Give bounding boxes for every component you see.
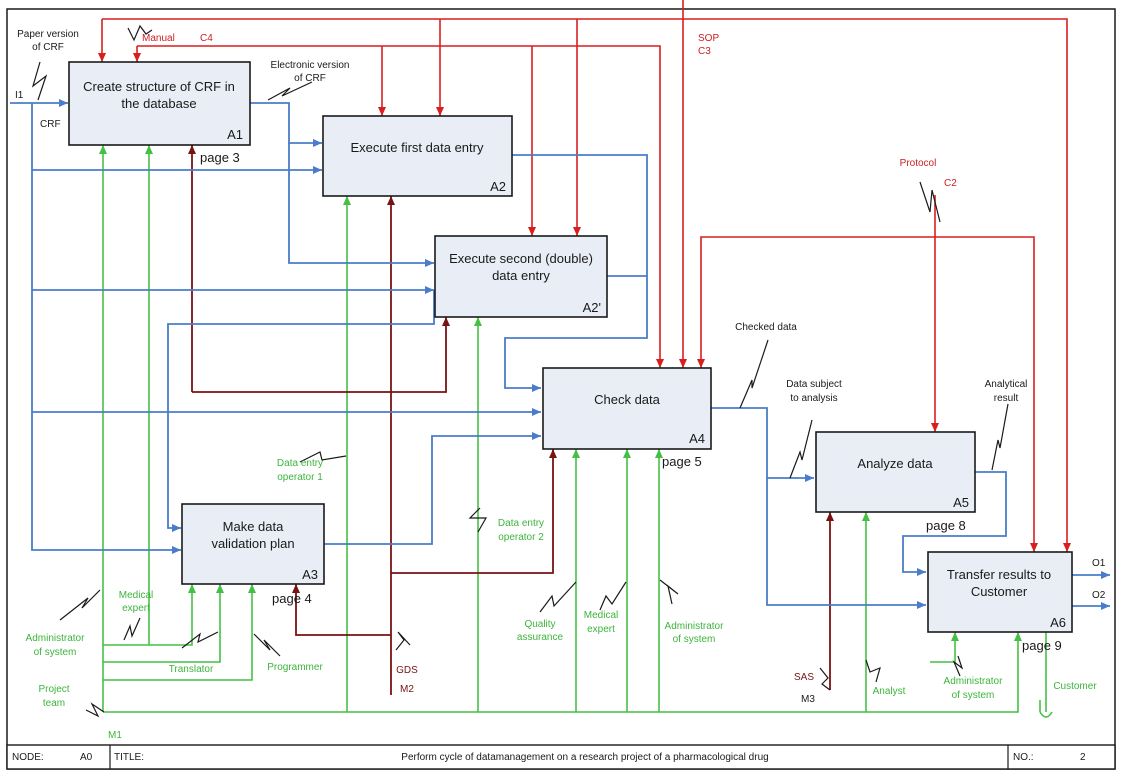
a5-page: page 8 [926, 518, 966, 533]
a2p-title-2: data entry [492, 268, 550, 283]
a4-page: page 5 [662, 454, 702, 469]
footer-bar: NODE: A0 TITLE: Perform cycle of dataman… [6, 744, 1116, 770]
label-electronic-1: Electronic version [271, 60, 350, 71]
label-deo2-1: Data entry [498, 518, 544, 529]
label-subject-2: to analysis [790, 393, 837, 404]
label-manual: Manual [142, 33, 175, 44]
label-o2: O2 [1092, 590, 1106, 601]
a3-id: A3 [302, 567, 318, 582]
label-paper-crf-2: of CRF [32, 42, 64, 53]
label-admin2-2: of system [673, 634, 716, 645]
label-qa-2: assurance [517, 632, 564, 643]
box-a4[interactable]: Check data A4 page 5 [542, 367, 712, 469]
a2-id: A2 [490, 179, 506, 194]
mechanism-arrows [99, 145, 1053, 718]
label-m3: M3 [801, 694, 815, 705]
label-checked-data: Checked data [735, 322, 797, 333]
a5-title-1: Analyze data [857, 456, 933, 471]
box-a5[interactable]: Analyze data A5 page 8 [815, 431, 976, 533]
label-c3: C3 [698, 46, 711, 57]
footer-title-label: TITLE: [114, 752, 144, 763]
box-a2[interactable]: Execute first data entry A2 [322, 115, 513, 197]
label-med2-1: Medical [584, 610, 618, 621]
label-admin-1: Administrator [26, 633, 86, 644]
label-customer: Customer [1053, 681, 1097, 692]
box-a1[interactable]: Create structure of CRF in the database … [68, 61, 251, 165]
label-o1: O1 [1092, 558, 1106, 569]
label-programmer: Programmer [267, 662, 323, 673]
a2-title-1: Execute first data entry [351, 140, 484, 155]
a1-title-2: the database [121, 96, 196, 111]
a1-id: A1 [227, 127, 243, 142]
label-translator: Translator [169, 664, 214, 675]
label-protocol: Protocol [900, 158, 937, 169]
footer-no-value: 2 [1080, 752, 1086, 763]
label-analytical-2: result [994, 393, 1019, 404]
label-sas: SAS [794, 672, 814, 683]
label-squiggles [31, 24, 1009, 718]
a1-title-1: Create structure of CRF in [83, 79, 235, 94]
label-analytical-1: Analytical [985, 379, 1028, 390]
label-electronic-2: of CRF [294, 73, 326, 84]
label-sop: SOP [698, 33, 719, 44]
box-a3[interactable]: Make data validation plan A3 page 4 [181, 503, 325, 606]
box-a2prime[interactable]: Execute second (double) data entry A2' [434, 235, 608, 318]
label-med2-2: expert [587, 624, 615, 635]
footer-node-label: NODE: [12, 752, 44, 763]
label-c2: C2 [944, 178, 957, 189]
arrow-labels: Paper version of CRF I1 CRF Manual C4 SO… [15, 29, 1106, 741]
a6-title-2: Customer [971, 584, 1028, 599]
a1-page: page 3 [200, 150, 240, 165]
a2p-title-1: Execute second (double) [449, 251, 593, 266]
footer-node-value: A0 [80, 752, 93, 763]
a2p-id: A2' [583, 300, 601, 315]
a3-title-1: Make data [223, 519, 284, 534]
footer-title-value: Perform cycle of datamanagement on a res… [401, 752, 768, 763]
label-med-1: Medical [119, 590, 153, 601]
label-m1: M1 [108, 730, 122, 741]
label-c4: C4 [200, 33, 213, 44]
tool-arrows [188, 145, 834, 695]
label-qa-1: Quality [524, 619, 555, 630]
label-admin2-1: Administrator [665, 621, 725, 632]
label-i1: I1 [15, 90, 24, 101]
control-arrows [98, 0, 1071, 552]
label-project-2: team [43, 698, 65, 709]
a3-page: page 4 [272, 591, 312, 606]
label-crf: CRF [40, 119, 61, 130]
label-paper-crf-1: Paper version [17, 29, 79, 40]
box-a6[interactable]: Transfer results to Customer A6 page 9 [927, 551, 1073, 653]
a4-id: A4 [689, 431, 705, 446]
label-project-1: Project [38, 684, 69, 695]
label-admin3-1: Administrator [944, 676, 1004, 687]
a6-page: page 9 [1022, 638, 1062, 653]
a6-title-1: Transfer results to [947, 567, 1051, 582]
label-admin-2: of system [34, 647, 77, 658]
label-deo1-1: Data entry [277, 458, 323, 469]
a5-id: A5 [953, 495, 969, 510]
footer-no-label: NO.: [1013, 752, 1034, 763]
label-med-2: expert [122, 603, 150, 614]
label-m2: M2 [400, 684, 414, 695]
label-subject-1: Data subject [786, 379, 842, 390]
label-deo2-2: operator 2 [498, 532, 544, 543]
label-deo1-2: operator 1 [277, 472, 323, 483]
label-analyst: Analyst [873, 686, 906, 697]
a3-title-2: validation plan [211, 536, 294, 551]
a6-id: A6 [1050, 615, 1066, 630]
label-admin3-2: of system [952, 690, 995, 701]
a4-title-1: Check data [594, 392, 661, 407]
flow-arrows [10, 99, 1110, 610]
label-gds: GDS [396, 665, 418, 676]
